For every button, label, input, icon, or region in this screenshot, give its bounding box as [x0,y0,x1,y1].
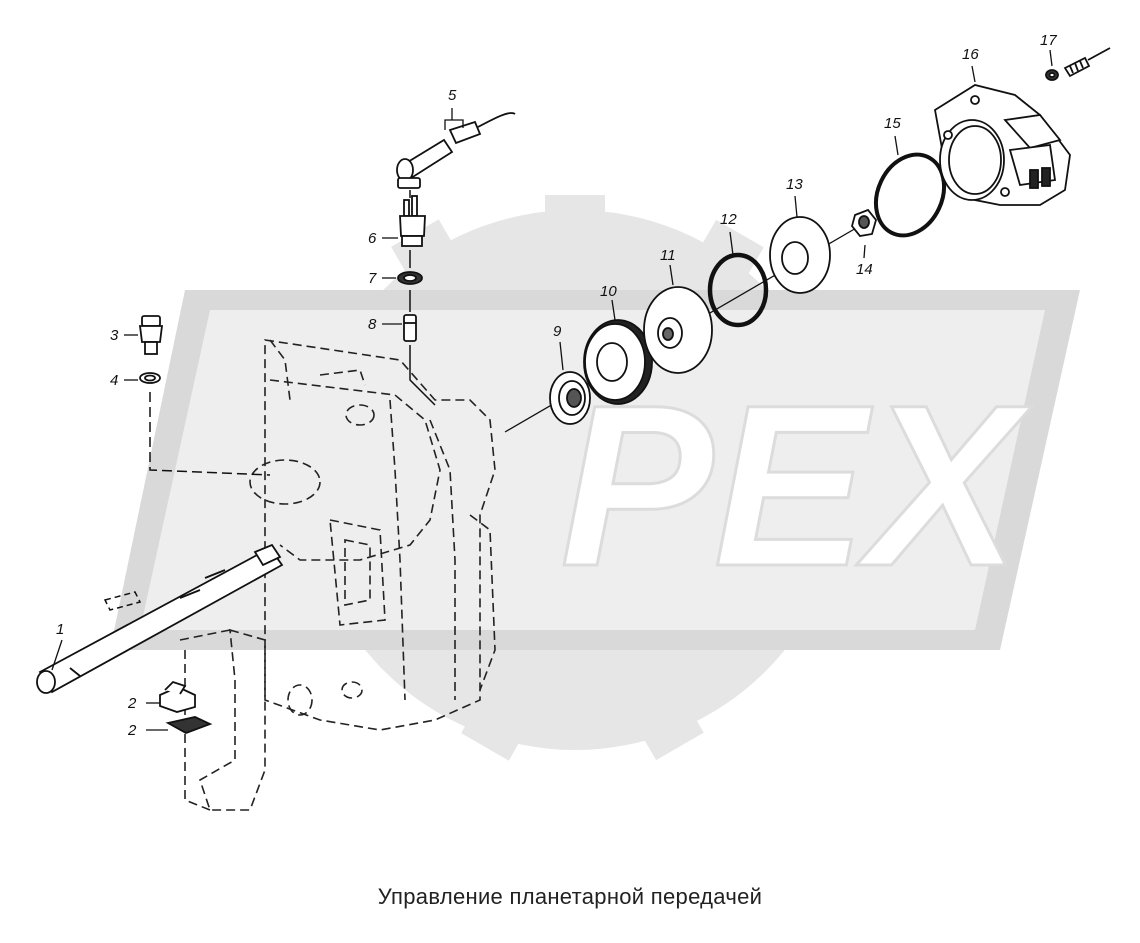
switch-part-6 [399,195,426,247]
watermark-letters: PEX [560,357,1032,614]
callout-12: 12 [720,211,737,228]
callout-4: 4 [110,372,119,389]
callout-15: 15 [884,115,901,132]
leader-3-4 [149,392,271,476]
watermark: PEX [110,195,1080,761]
diagram-caption: Управление планетарной передачей [377,884,763,909]
nut-part-14 [851,208,877,237]
callout-11: 11 [660,247,676,264]
callout-2a: 2 [128,695,137,712]
pin-part-8 [403,314,417,342]
callout-1: 1 [56,621,65,638]
watermark-plate-inner [140,310,1045,630]
callout-2b: 2 [128,722,137,739]
sensor-part-5 [396,112,516,189]
callout-14: 14 [856,261,873,278]
callout-8: 8 [368,316,377,333]
callout-7: 7 [368,270,377,287]
callout-16: 16 [962,46,979,63]
leader-5-8 [409,190,436,406]
washer-part-10 [583,319,653,405]
bolt-part-17 [1045,47,1111,81]
callout-10: 10 [600,283,617,300]
shift-shaft [36,543,284,694]
seal-part-9 [549,371,591,425]
leader-lines [51,49,1053,731]
callout-5: 5 [448,87,457,104]
disc-part-11 [643,286,713,374]
o-ring-part-15 [873,152,947,238]
callout-3: 3 [110,327,119,344]
ring-part-7 [397,271,423,285]
plug-part-3 [138,315,164,384]
shift-shaft-detail [103,591,142,611]
washer-part-13 [769,216,831,294]
callout-6: 6 [368,230,377,247]
cover-part-16 [934,84,1071,206]
callout-9: 9 [553,323,562,340]
bracket-part-2 [159,680,213,734]
callout-13: 13 [786,176,803,193]
callout-17: 17 [1040,32,1057,49]
ring-part-12 [707,252,769,328]
